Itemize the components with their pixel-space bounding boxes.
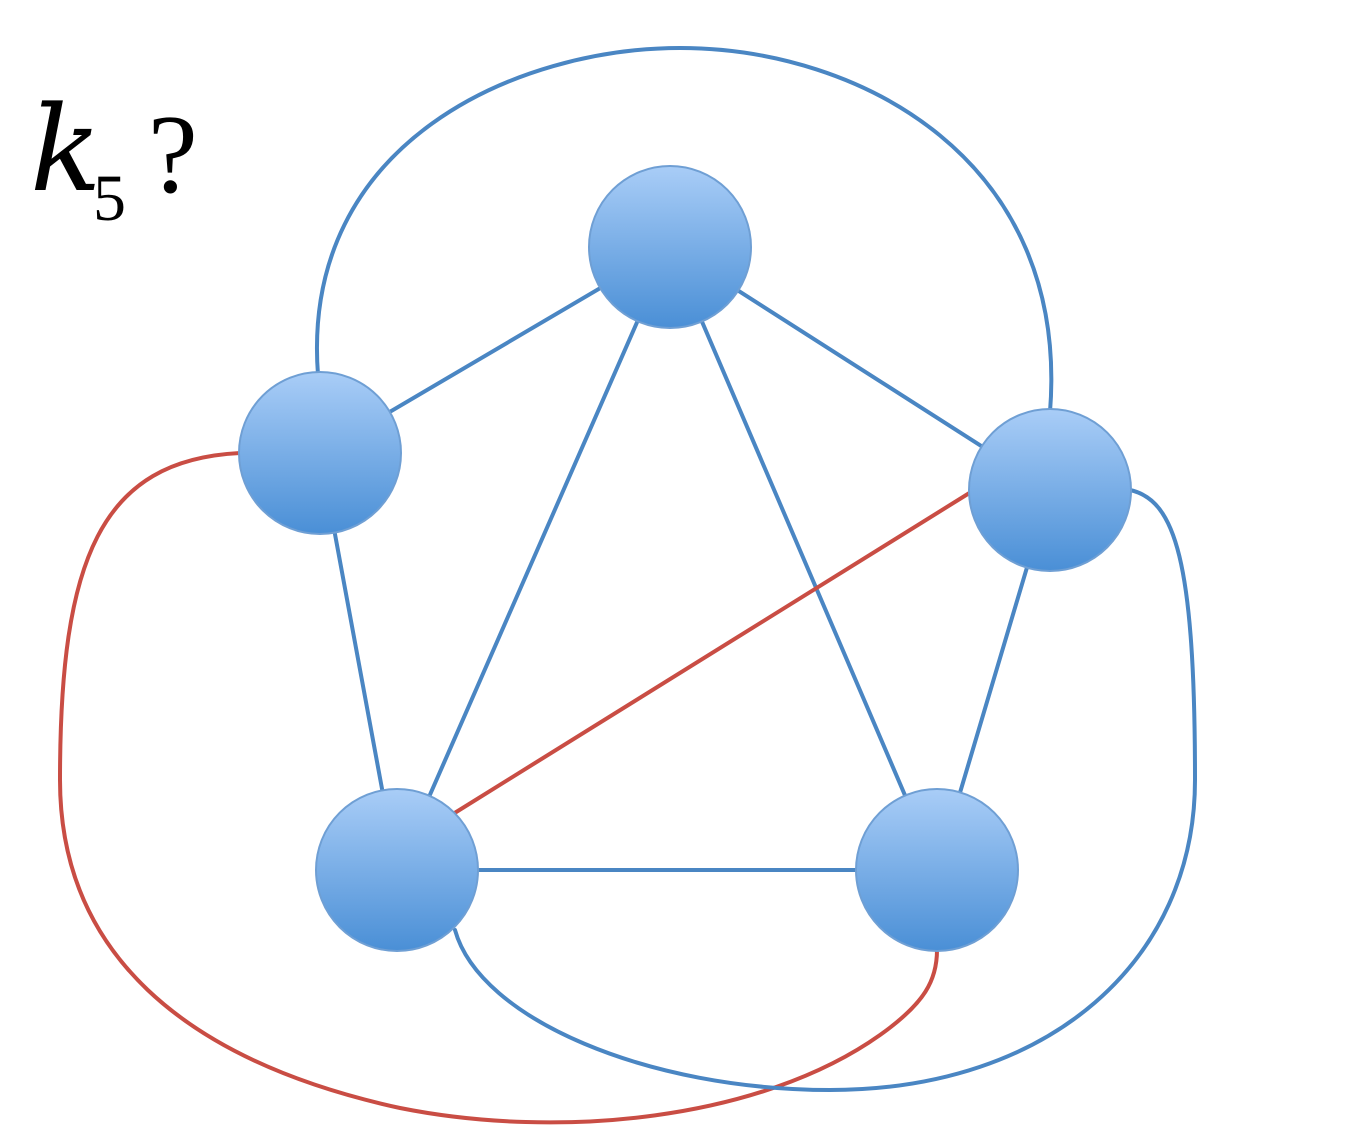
edge-top-bottom-right xyxy=(668,245,939,872)
edge-right-bottom-left-red xyxy=(451,490,973,816)
node-top xyxy=(588,165,752,329)
node-right xyxy=(968,408,1132,572)
node-left xyxy=(238,371,402,535)
nodes xyxy=(238,165,1132,952)
node-bottom-right xyxy=(855,788,1019,952)
edge-top-bottom-left xyxy=(395,245,672,872)
diagram-title: k 5 ? xyxy=(30,80,198,235)
title-subscript: 5 xyxy=(93,162,126,235)
title-suffix: ? xyxy=(148,93,198,217)
node-bottom-left xyxy=(315,788,479,952)
edge-left-right-arc xyxy=(314,45,1054,414)
edge-right-bottom-left-blue-arc xyxy=(453,488,1198,1093)
edge-left-bottom-right-red-arc xyxy=(57,451,939,1125)
title-base: k xyxy=(30,80,102,218)
